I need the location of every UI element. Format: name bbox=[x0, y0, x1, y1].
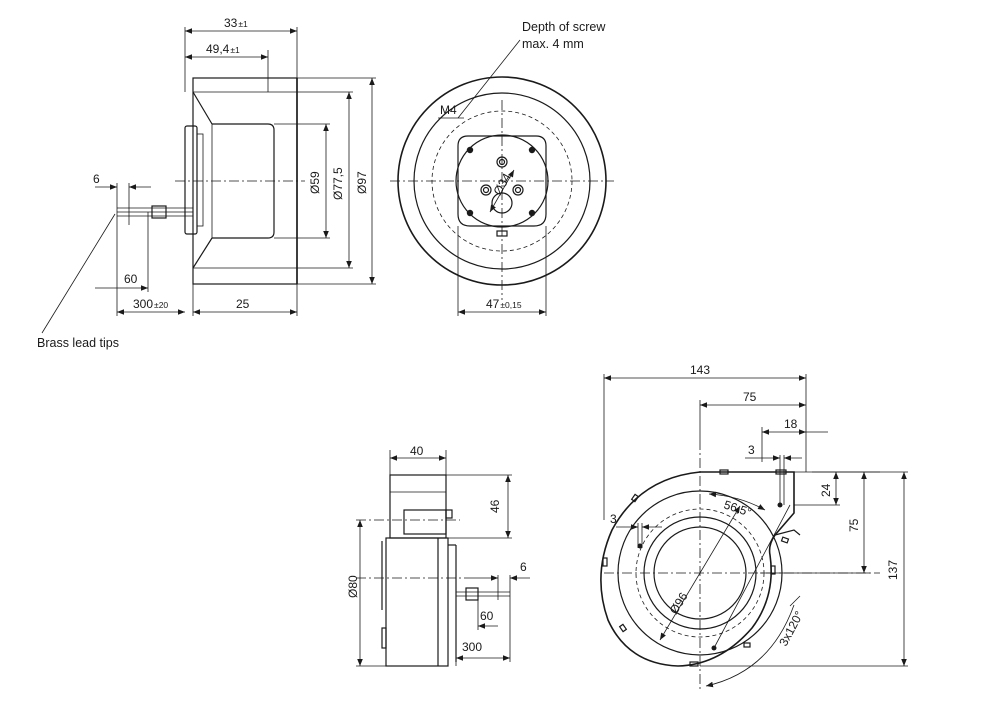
mounting-flange bbox=[184, 125, 198, 235]
dim-25: 25 bbox=[236, 297, 250, 311]
dim-d96: Ø96 bbox=[667, 590, 691, 617]
side-view: 33±1 49,4±1 Ø59 Ø77,5 Ø97 6 60 300±20 25… bbox=[37, 16, 376, 350]
dim-3-left: 3 bbox=[610, 512, 617, 526]
dim-18: 18 bbox=[784, 417, 798, 431]
dim-d77-5: Ø77,5 bbox=[331, 167, 345, 200]
dim-49-4: 49,4±1 bbox=[206, 42, 240, 56]
dim-60-side: 60 bbox=[124, 272, 138, 286]
dim-60-small: 60 bbox=[480, 609, 494, 623]
front-view: Ø34 Depth of screw max. 4 mm M4 47±0,15 bbox=[390, 20, 614, 316]
dim-143: 143 bbox=[690, 363, 710, 377]
housing-outline bbox=[192, 77, 298, 285]
dim-300-small: 300 bbox=[462, 640, 482, 654]
dim-56-5: 56,5° bbox=[722, 498, 753, 520]
dim-75-side: 75 bbox=[847, 518, 861, 532]
small-side-view: 40 46 Ø80 6 60 300 bbox=[346, 444, 530, 667]
dim-40: 40 bbox=[410, 444, 424, 458]
brass-lead-tips-note: Brass lead tips bbox=[37, 336, 119, 350]
dim-24: 24 bbox=[819, 483, 833, 497]
dim-137: 137 bbox=[886, 560, 900, 580]
rivets bbox=[466, 146, 536, 217]
hub-plate bbox=[457, 135, 547, 227]
cable-sleeve bbox=[151, 205, 167, 219]
dim-d80: Ø80 bbox=[346, 575, 360, 598]
label-m4: M4 bbox=[440, 103, 457, 117]
dim-47: 47±0,15 bbox=[486, 297, 522, 311]
outline-notches bbox=[602, 469, 790, 667]
scroll-outline bbox=[600, 471, 795, 667]
dim-3-top: 3 bbox=[748, 443, 755, 457]
dim-d59: Ø59 bbox=[308, 171, 322, 194]
dim-3x120: 3x120° bbox=[776, 609, 806, 649]
dim-6-side: 6 bbox=[93, 172, 100, 186]
brass-leader-line bbox=[41, 213, 116, 334]
dim-d97: Ø97 bbox=[355, 171, 369, 194]
dim-300-side: 300±20 bbox=[133, 297, 168, 311]
depth-screw-note-line1: Depth of screw bbox=[522, 20, 606, 34]
depth-screw-note-line2: max. 4 mm bbox=[522, 37, 584, 51]
dim-6-small: 6 bbox=[520, 560, 527, 574]
housing-body bbox=[385, 537, 449, 667]
dim-75-top: 75 bbox=[743, 390, 757, 404]
motor-box bbox=[389, 474, 447, 539]
dim-46: 46 bbox=[488, 499, 502, 513]
scroll-housing-view: Ø96 56,5° 3x120° 143 75 18 3 bbox=[600, 363, 908, 690]
dim-d34: Ø34 bbox=[490, 171, 514, 198]
depth-leader-line bbox=[457, 39, 521, 119]
dim-33: 33±1 bbox=[224, 16, 248, 30]
